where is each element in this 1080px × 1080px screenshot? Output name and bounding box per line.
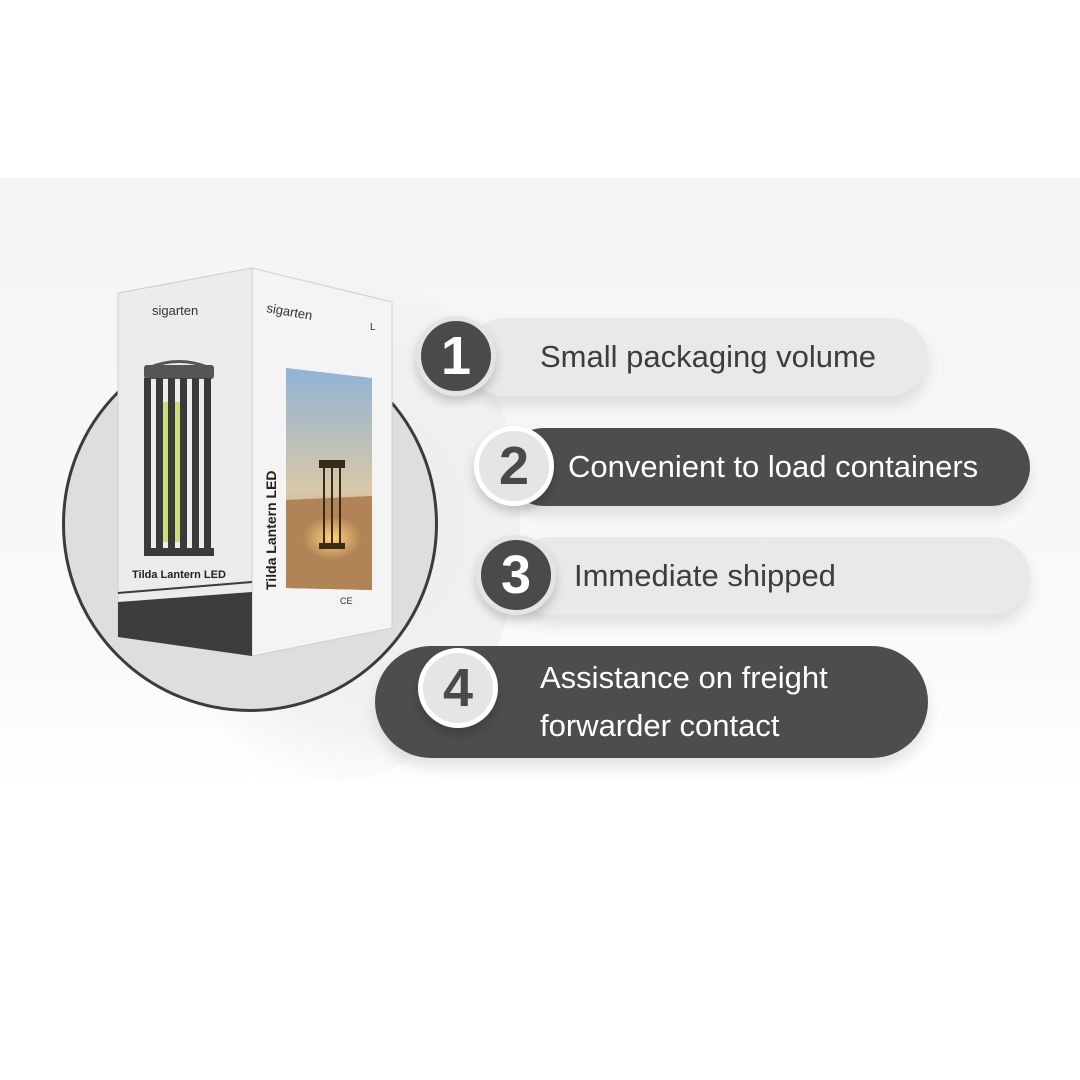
feature-number-1: 1 — [416, 316, 496, 396]
feature-label-2: Convenient to load containers — [568, 449, 979, 484]
box-product-name-front: Tilda Lantern LED — [132, 569, 226, 581]
feature-label-1: Small packaging volume — [540, 339, 877, 374]
box-cert-mark: CE — [340, 596, 353, 606]
feature-label-4-line-1: Assistance on freight — [540, 660, 828, 695]
feature-pill-1: Small packaging volume — [466, 318, 928, 396]
feature-number-4: 4 — [418, 648, 498, 728]
box-brand-front: sigarten — [152, 303, 198, 318]
product-box-image: sigarten Tilda Lantern LED sigarten L Ti… — [100, 260, 400, 660]
feature-label-3: Immediate shipped — [574, 558, 836, 593]
feature-label-4: Assistance on freight forwarder contact — [540, 646, 828, 758]
box-size-mark: L — [370, 322, 376, 333]
box-product-name-side: Tilda Lantern LED — [263, 470, 279, 590]
feature-number-2: 2 — [474, 426, 554, 506]
feature-number-3: 3 — [476, 535, 556, 615]
feature-pill-3: Immediate shipped — [512, 537, 1030, 615]
feature-label-4-line-2: forwarder contact — [540, 708, 780, 743]
feature-pill-2: Convenient to load containers — [505, 428, 1030, 506]
